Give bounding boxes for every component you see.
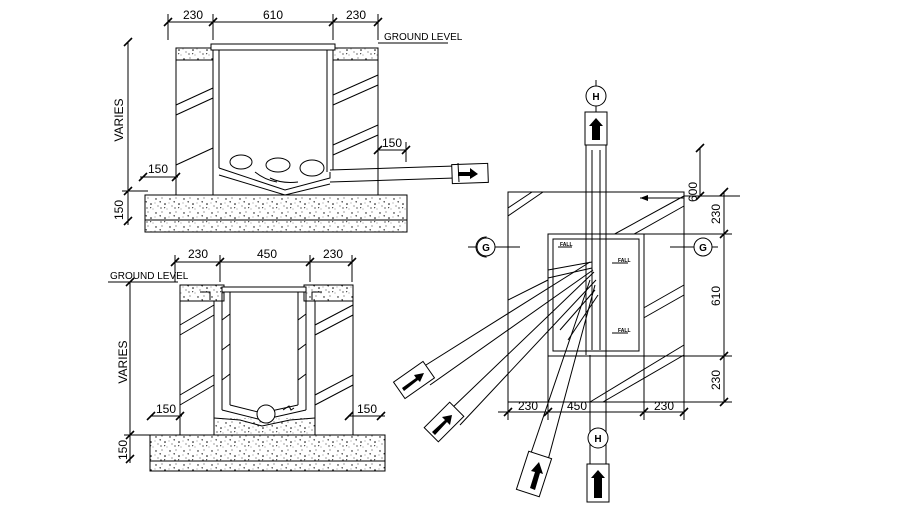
bubble-g-left-label: G xyxy=(482,243,490,254)
plan-dim-bottom-mid: 450 xyxy=(567,399,587,413)
section-a-dim-left: 230 xyxy=(183,8,203,22)
plan-dim-right-230-bottom: 230 xyxy=(709,370,723,390)
plan-view: FALL FALL FALL xyxy=(392,80,740,503)
plan-dim-bottom-left: 230 xyxy=(518,399,538,413)
section-marker-h-top: H xyxy=(585,80,607,112)
section-marker-g-left: G xyxy=(468,236,520,258)
section-b: 230 450 230 GROUND LEVEL xyxy=(108,247,386,472)
section-a: 230 610 230 GROUND LEVEL xyxy=(112,8,489,233)
fall-label-2: FALL xyxy=(618,258,631,264)
section-b-ground-level: GROUND LEVEL xyxy=(110,271,189,282)
plan-dim-right-610: 610 xyxy=(709,286,723,306)
fall-label-3: FALL xyxy=(618,328,631,334)
section-a-ground-level: GROUND LEVEL xyxy=(384,32,463,43)
section-marker-h-bottom: H xyxy=(587,427,609,449)
branch-pipe-3 xyxy=(515,279,596,498)
branch-pipe-1 xyxy=(392,261,594,400)
plan-dim-right-600: 600 xyxy=(686,182,700,202)
bubble-g-right-label: G xyxy=(699,243,707,254)
section-b-base-dim: 150 xyxy=(116,440,130,460)
section-a-varies: VARIES xyxy=(112,98,126,141)
bubble-h-top-label: H xyxy=(592,92,599,103)
section-b-dim-mid: 450 xyxy=(257,247,277,261)
section-a-pipe-dim: 150 xyxy=(382,136,402,150)
section-a-dim-right: 230 xyxy=(346,8,366,22)
section-b-varies: VARIES xyxy=(116,340,130,383)
plan-dim-bottom-right: 230 xyxy=(654,399,674,413)
section-a-wall-dim: 150 xyxy=(148,162,168,176)
branch-pipe-2 xyxy=(423,271,597,443)
section-marker-g-right: G xyxy=(670,237,718,257)
section-a-base-dim: 150 xyxy=(112,200,126,220)
section-b-dim-left: 230 xyxy=(188,247,208,261)
bubble-h-bottom-label: H xyxy=(594,434,601,445)
plan-dim-right-230-top: 230 xyxy=(709,204,723,224)
section-b-wall-right-dim: 150 xyxy=(357,402,377,416)
section-a-dim-mid: 610 xyxy=(263,8,283,22)
section-b-wall-left-dim: 150 xyxy=(156,402,176,416)
fall-label-1: FALL xyxy=(560,242,573,248)
section-b-dim-right: 230 xyxy=(323,247,343,261)
